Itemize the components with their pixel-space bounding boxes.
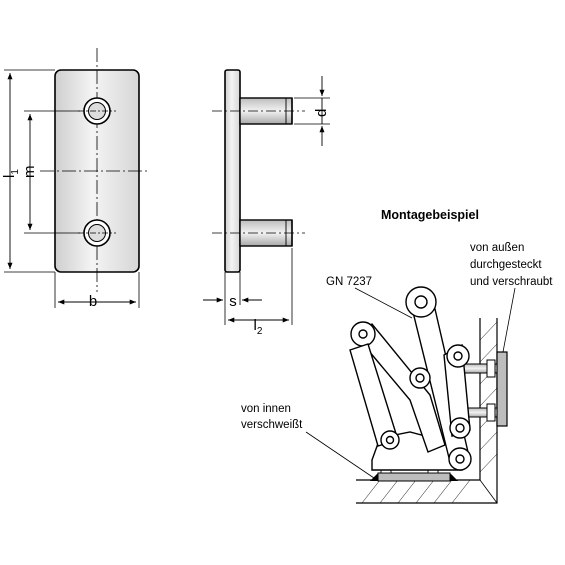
- side-view: d s l2: [203, 69, 330, 337]
- label-outside-line1: von außen: [470, 242, 524, 254]
- label-outside-line2: durchgesteckt: [470, 259, 542, 271]
- hole-bottom: [78, 219, 116, 247]
- hole-top: [78, 97, 116, 125]
- label-inside-line1: von innen: [241, 403, 291, 415]
- toggle-clamp: [349, 286, 472, 471]
- leader-product: [354, 287, 413, 319]
- label-l1: l1: [1, 169, 21, 178]
- label-m: m: [21, 166, 38, 179]
- label-s: s: [229, 293, 237, 310]
- label-inside-line2: verschweißt: [241, 419, 303, 431]
- label-b: b: [89, 293, 97, 310]
- label-product: GN 7237: [326, 276, 372, 288]
- label-l2: l2: [254, 317, 263, 337]
- front-view: l1 m b: [1, 48, 150, 310]
- label-outside-line3: und verschraubt: [470, 276, 553, 288]
- label-d: d: [313, 109, 330, 117]
- leader-outside: [502, 287, 516, 353]
- example-title: Montagebeispiel: [381, 208, 479, 222]
- mounting-example: Montagebeispiel: [241, 208, 553, 504]
- plate-side: [224, 69, 241, 273]
- leader-inside: [305, 431, 375, 479]
